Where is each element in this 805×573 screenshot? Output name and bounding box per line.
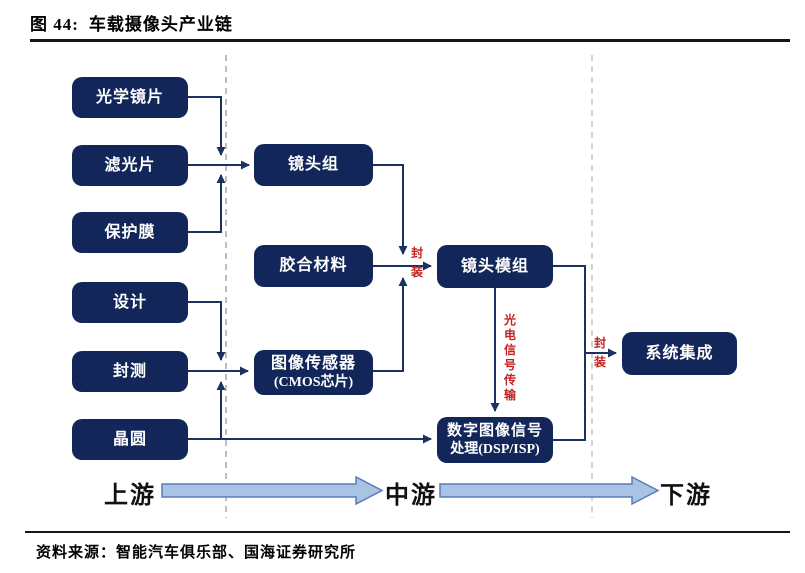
figure-title: 图 44: 车载摄像头产业链 bbox=[30, 10, 233, 35]
node-lens-module: 镜头模组 bbox=[437, 245, 553, 288]
node-label: 设计 bbox=[112, 293, 147, 311]
node-label: 胶合材料 bbox=[279, 257, 348, 274]
node-wafer: 晶圆 bbox=[72, 419, 188, 460]
node-label: 保护膜 bbox=[104, 223, 156, 241]
node-system-integration: 系统集成 bbox=[622, 332, 737, 375]
stage-label-midstream: 中游 bbox=[385, 483, 437, 509]
footer-divider bbox=[25, 531, 790, 533]
node-label: 图像传感器 bbox=[270, 354, 356, 372]
node-label: 光学镜片 bbox=[95, 88, 164, 106]
edge-label-package-1: 封装 bbox=[410, 246, 423, 279]
stage-label-upstream: 上游 bbox=[104, 483, 156, 509]
node-protective-film: 保护膜 bbox=[72, 212, 188, 253]
node-label: 晶圆 bbox=[112, 430, 147, 448]
node-image-sensor: 图像传感器 (CMOS芯片) bbox=[254, 350, 373, 395]
node-dsp: 数字图像信号 处理(DSP/ISP) bbox=[437, 417, 553, 463]
source-text: 智能汽车俱乐部、国海证券研究所 bbox=[116, 545, 357, 561]
source-label: 资料来源： bbox=[36, 545, 117, 561]
midstream-to-downstream-arrow bbox=[439, 475, 660, 506]
stage-label-downstream: 下游 bbox=[660, 483, 712, 509]
node-sublabel: 处理(DSP/ISP) bbox=[450, 441, 540, 457]
node-bonding-material: 胶合材料 bbox=[254, 245, 373, 287]
node-packaging-testing: 封测 bbox=[72, 351, 188, 392]
node-design: 设计 bbox=[72, 282, 188, 323]
flow-arrows bbox=[161, 475, 660, 506]
edge-label-package-2: 封装 bbox=[593, 336, 606, 369]
node-label: 滤光片 bbox=[104, 156, 156, 174]
upstream-to-midstream-arrow bbox=[161, 475, 384, 506]
figure-title-text: 车载摄像头产业链 bbox=[88, 15, 233, 34]
edge-group bbox=[188, 96, 617, 444]
edge-label-optoelectronic-signal: 光电信号传输 bbox=[503, 313, 516, 402]
header-divider bbox=[30, 39, 790, 42]
source-line: 资料来源：智能汽车俱乐部、国海证券研究所 bbox=[36, 541, 356, 562]
node-label: 封测 bbox=[112, 362, 147, 380]
node-label: 数字图像信号 bbox=[446, 422, 543, 439]
node-label: 镜头模组 bbox=[460, 257, 529, 275]
node-filter: 滤光片 bbox=[72, 145, 188, 186]
node-sublabel: (CMOS芯片) bbox=[273, 374, 354, 390]
node-optical-lens: 光学镜片 bbox=[72, 77, 188, 118]
node-label: 系统集成 bbox=[645, 344, 714, 362]
node-lens-group: 镜头组 bbox=[254, 144, 373, 186]
node-label: 镜头组 bbox=[287, 156, 339, 173]
figure-number: 图 44: bbox=[30, 15, 79, 34]
